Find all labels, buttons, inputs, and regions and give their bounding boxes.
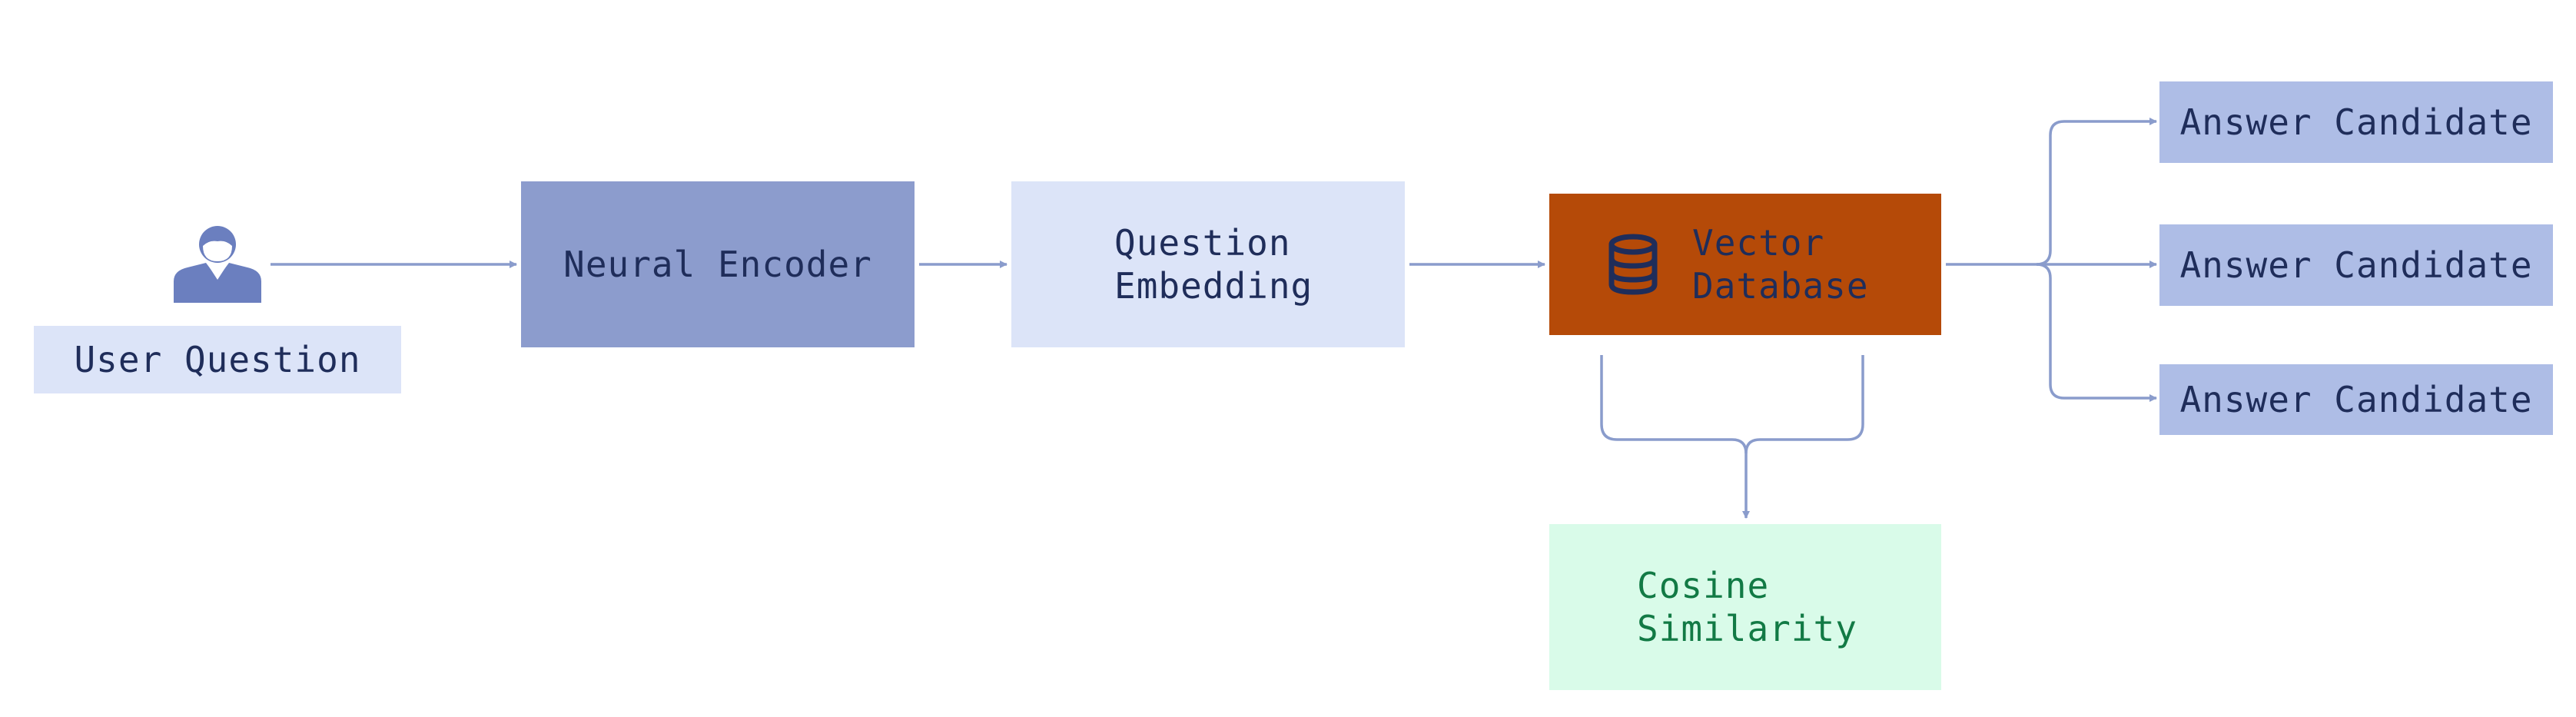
cosine-similarity-line-1: Cosine [1637, 565, 1770, 606]
arrow-database-to-answer-3 [2036, 263, 2157, 402]
vector-database-box: Vector Database [1549, 194, 1941, 335]
answer-candidate-3: Answer Candidate [2159, 364, 2553, 435]
answer-candidate-3-text: Answer Candidate [2179, 379, 2533, 420]
question-embedding-box: Question Embedding [1011, 181, 1405, 347]
neural-encoder-text: Neural Encoder [563, 244, 872, 285]
arrow-database-to-answer-1 [1946, 118, 2157, 266]
answer-candidate-1-text: Answer Candidate [2179, 101, 2533, 143]
question-embedding-line-2: Embedding [1114, 265, 1313, 307]
person-icon [174, 226, 261, 303]
question-embedding-line-1: Question [1114, 222, 1291, 264]
answer-candidate-2: Answer Candidate [2159, 224, 2553, 306]
answer-candidate-1: Answer Candidate [2159, 81, 2553, 163]
cosine-similarity-line-2: Similarity [1637, 608, 1857, 649]
user-question-text: User Question [74, 339, 361, 380]
neural-encoder-box: Neural Encoder [521, 181, 915, 347]
cosine-similarity-box: Cosine Similarity [1549, 524, 1941, 690]
vector-database-line-1: Vector [1692, 222, 1825, 264]
connector-database-left-leg [1600, 355, 1748, 454]
database-icon [1608, 234, 1658, 295]
user-question-label: User Question [34, 326, 401, 393]
connector-database-right-leg [1744, 355, 1864, 454]
answer-candidate-2-text: Answer Candidate [2179, 244, 2533, 286]
vector-database-line-2: Database [1692, 265, 1869, 307]
